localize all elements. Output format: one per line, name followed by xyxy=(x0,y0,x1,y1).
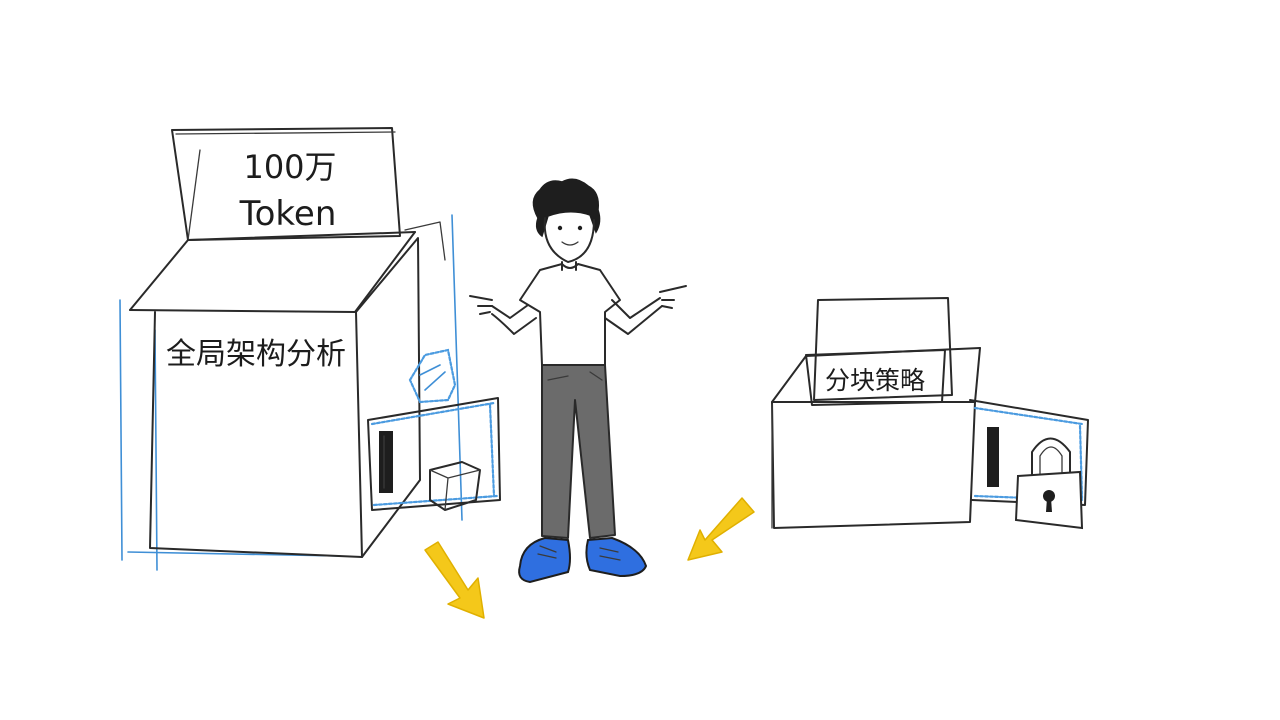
crumpled-paper xyxy=(408,348,457,404)
token-card-line2: Token xyxy=(239,194,337,234)
arrow-icon xyxy=(687,497,755,561)
left-box-label: 全局架构分析 xyxy=(166,337,346,372)
token-card-line1: 100万 xyxy=(243,148,336,186)
left-box: 100万 Token 全局架构分析 xyxy=(119,127,501,571)
shoes xyxy=(518,536,648,584)
left-drawer xyxy=(367,397,501,511)
person xyxy=(469,178,687,584)
arrow-icon xyxy=(424,541,485,619)
small-cube xyxy=(429,461,481,511)
padlock-icon xyxy=(1014,437,1084,530)
strategy-card: 分块策略 xyxy=(805,349,946,406)
right-box: 分块策略 xyxy=(771,297,1089,530)
strategy-card-label: 分块策略 xyxy=(825,366,925,395)
token-card: 100万 Token xyxy=(171,127,401,241)
